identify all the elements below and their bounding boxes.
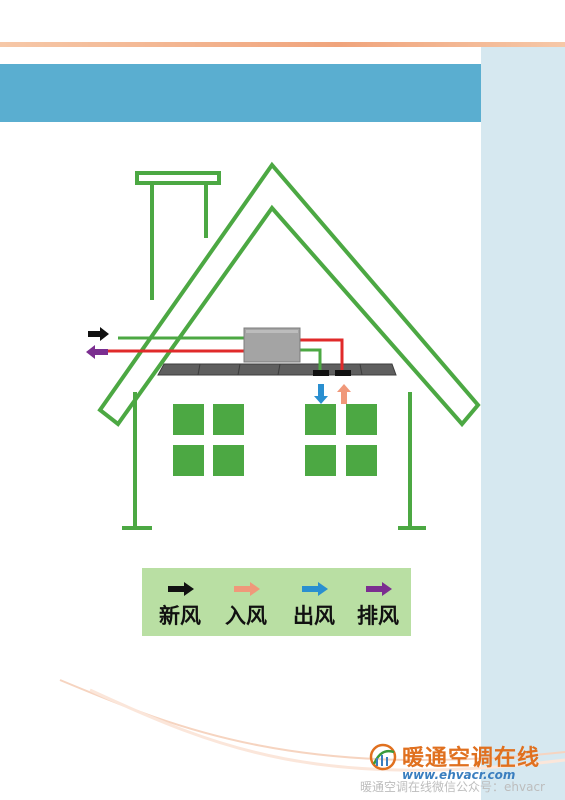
salmon-arrow-icon: [234, 582, 260, 596]
brand-subtitle: 暖通空调在线微信公众号：ehvacr: [360, 780, 545, 794]
blue-arrow-icon: [302, 582, 328, 596]
legend-item-intake-air: 入风: [216, 568, 276, 636]
legend-item-fresh-air: 新风: [150, 568, 210, 636]
supply-air-arrow-icon: [314, 384, 328, 404]
exhaust-air-arrow-icon: [86, 345, 108, 359]
ceiling-slab: [157, 363, 397, 376]
bottom-swoosh: [59, 679, 565, 772]
ceiling-vents: [313, 370, 351, 376]
brand-name: 暖通空调在线: [402, 746, 541, 771]
return-air-arrow-icon: [337, 384, 351, 404]
legend-item-supply-air: 出风: [284, 568, 344, 636]
globe-logo-icon: [369, 743, 397, 771]
legend-label: 新风: [159, 604, 201, 628]
left-window: [173, 404, 244, 476]
purple-arrow-icon: [366, 582, 392, 596]
brand-url[interactable]: www.ehvacr.com: [402, 768, 516, 782]
fresh-air-duct: [118, 336, 322, 372]
right-window: [305, 404, 377, 476]
black-arrow-icon: [168, 582, 194, 596]
header-band: [0, 64, 481, 122]
ventilation-unit: [243, 327, 301, 363]
legend-label: 出风: [293, 604, 335, 628]
roof: [97, 161, 481, 428]
house-walls: [122, 392, 426, 530]
brand-watermark: 暖通空调在线 www.ehvacr.com 暖通空调在线微信公众号：ehvacr: [360, 738, 565, 800]
legend-label: 入风: [225, 604, 267, 628]
legend-label: 排风: [357, 604, 399, 628]
right-side-strip: [481, 47, 565, 800]
chimney: [135, 171, 221, 300]
exhaust-duct: [108, 338, 344, 372]
top-accent-line: [0, 42, 565, 47]
legend-item-exhaust-air: 排风: [348, 568, 408, 636]
fresh-air-arrow-icon: [88, 327, 109, 341]
legend: 新风 入风 出风 排风: [142, 568, 411, 636]
